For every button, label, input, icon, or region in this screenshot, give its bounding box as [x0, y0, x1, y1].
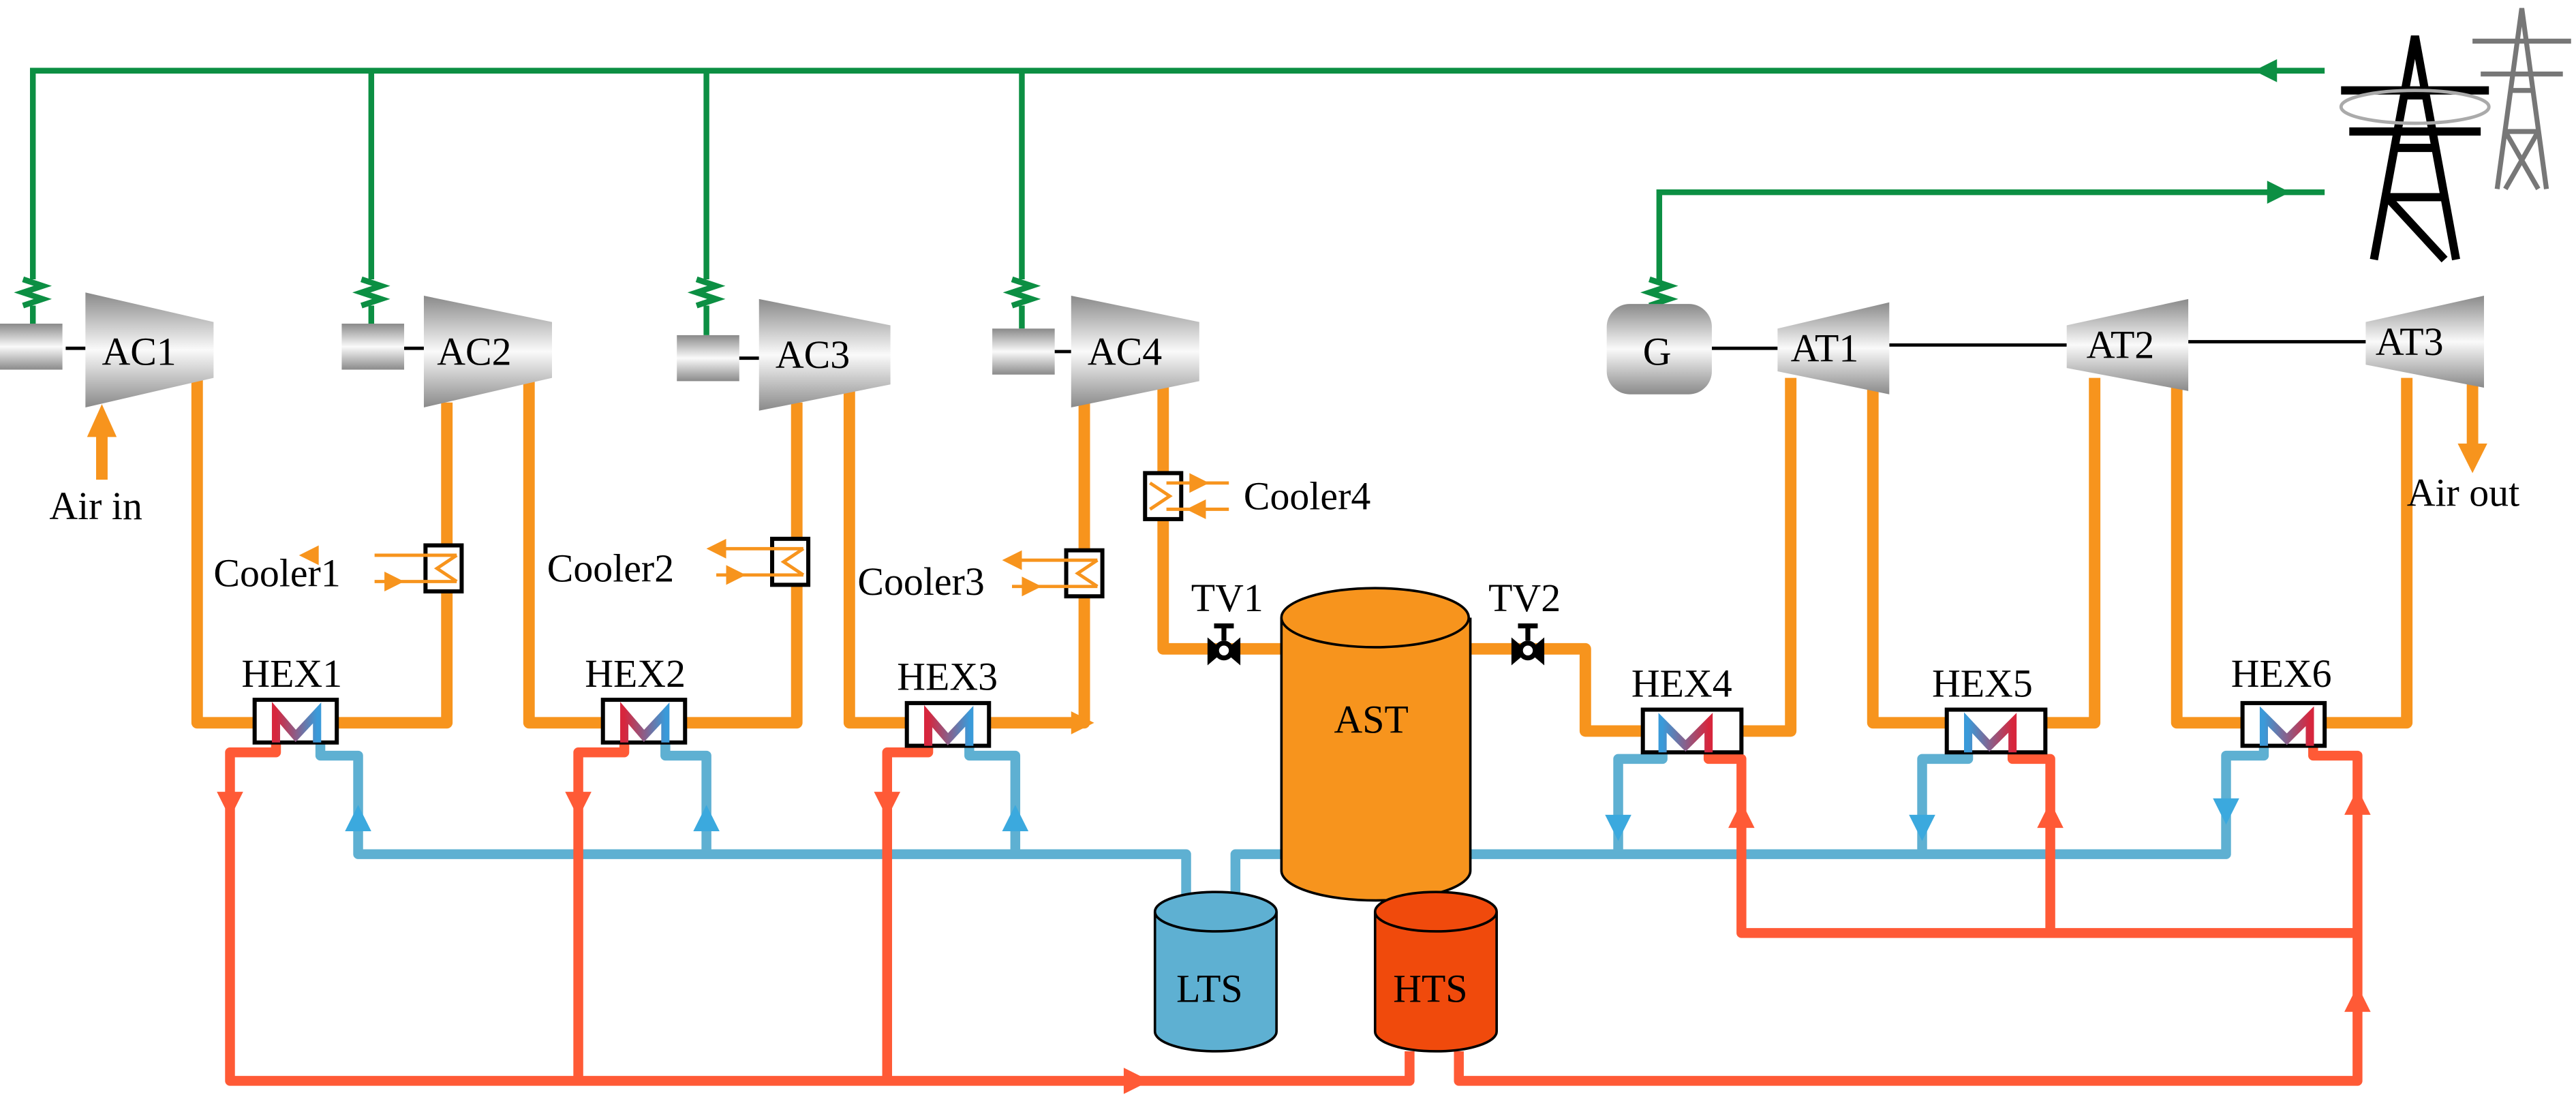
hex4[interactable]: HEX4: [1631, 661, 1744, 755]
at3-label: AT3: [2376, 320, 2444, 364]
lts-label: LTS: [1176, 967, 1243, 1011]
hex6-label: HEX6: [2231, 651, 2332, 696]
turbine-at1[interactable]: AT1: [1777, 302, 1890, 394]
compressor-ac2[interactable]: AC2: [341, 296, 552, 407]
power-input-line: [14, 59, 2325, 335]
turbine-train: G AT1 AT2 AT3: [1606, 296, 2484, 394]
arrow-right-icon: [2267, 181, 2290, 204]
ac2-label: AC2: [437, 329, 511, 373]
cooler2-label: Cooler2: [547, 546, 674, 591]
hex3[interactable]: HEX3: [897, 655, 998, 748]
ac4-label: AC4: [1088, 329, 1162, 373]
compressor-ac4[interactable]: AC4: [992, 296, 1199, 407]
coolers: Cooler1 Cooler2 Cooler3 Cooler4: [213, 471, 1370, 604]
high-temp-storage-hts[interactable]: HTS: [1373, 891, 1498, 1053]
heat-exchangers: HEX1 HEX2 HEX3 HEX4 HEX5 HEX6: [241, 651, 2332, 755]
tv2-label: TV2: [1488, 576, 1561, 620]
spring-icon: [14, 276, 1041, 309]
hex1-label: HEX1: [241, 651, 342, 696]
low-temp-storage-lts[interactable]: LTS: [1153, 891, 1278, 1053]
power-output-line: [1640, 181, 2325, 309]
motor-icon: [677, 335, 739, 382]
hts-label: HTS: [1393, 967, 1467, 1011]
hex2-label: HEX2: [585, 651, 686, 696]
hex5-label: HEX5: [1932, 661, 2033, 705]
generator-g[interactable]: G: [1606, 304, 1712, 394]
arrow-up-icon: [87, 404, 117, 437]
air-out-label: Air out: [2407, 471, 2519, 515]
motor-icon: [992, 328, 1055, 375]
motor-icon: [0, 324, 63, 370]
generator-label: G: [1643, 329, 1672, 373]
air-path: [87, 377, 2487, 737]
hex5[interactable]: HEX5: [1932, 661, 2048, 755]
turbine-at3[interactable]: AT3: [2365, 296, 2484, 388]
cooler4[interactable]: Cooler4: [1143, 471, 1370, 521]
compressor-ac3[interactable]: AC3: [677, 298, 891, 411]
compressor-train: AC1 AC2 AC3 AC4: [0, 292, 1199, 411]
ast-label: AST: [1334, 697, 1409, 741]
at2-label: AT2: [2087, 323, 2155, 367]
turbine-at2[interactable]: AT2: [2066, 298, 2189, 391]
cooler2[interactable]: Cooler2: [547, 536, 811, 591]
air-storage-tank-ast[interactable]: AST: [1280, 587, 1472, 902]
arrow-down-icon: [2457, 444, 2487, 474]
throttle-valve-tv1[interactable]: TV1: [1191, 576, 1263, 666]
cooler3[interactable]: Cooler3: [857, 548, 1105, 604]
arrow-left-icon: [2254, 59, 2278, 82]
ac3-label: AC3: [776, 332, 850, 377]
air-in-label: Air in: [49, 484, 142, 528]
compressor-ac1[interactable]: AC1: [0, 292, 214, 407]
hex3-label: HEX3: [897, 655, 998, 699]
hex1[interactable]: HEX1: [241, 651, 342, 745]
hex6[interactable]: HEX6: [2231, 651, 2332, 748]
hex4-label: HEX4: [1631, 661, 1732, 705]
tv1-label: TV1: [1191, 576, 1263, 620]
transmission-tower-icon: [2339, 7, 2571, 263]
cooler4-label: Cooler4: [1244, 474, 1370, 518]
cooler1-label: Cooler1: [213, 551, 340, 595]
ac1-label: AC1: [102, 329, 176, 373]
cooler3-label: Cooler3: [857, 559, 984, 604]
throttle-valve-tv2[interactable]: TV2: [1488, 576, 1561, 666]
hex2[interactable]: HEX2: [585, 651, 688, 745]
motor-icon: [341, 324, 405, 370]
cooler1[interactable]: Cooler1: [213, 543, 464, 595]
at1-label: AT1: [1791, 326, 1859, 370]
